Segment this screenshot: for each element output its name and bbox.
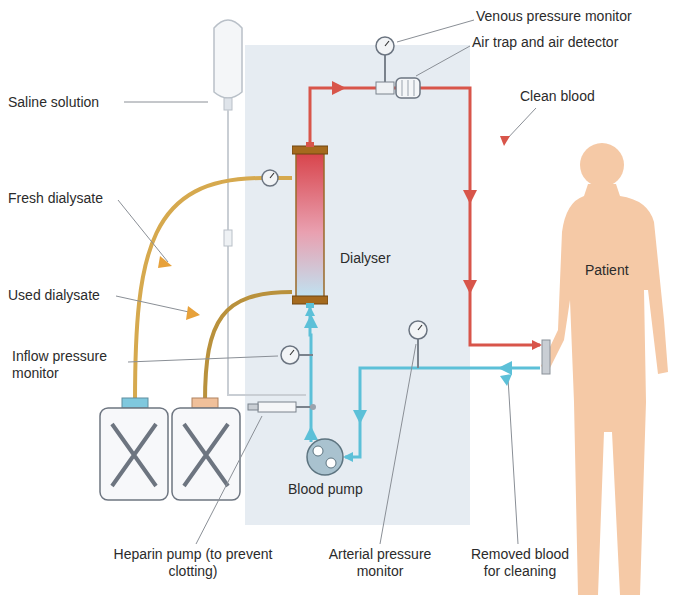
saline-bag	[214, 20, 306, 395]
panel	[245, 45, 470, 525]
dialysate-canisters	[100, 398, 240, 500]
dialyser-shape	[292, 142, 328, 308]
node-label: Patient	[585, 262, 629, 279]
used-dialysate-tube	[205, 292, 292, 402]
removed-blood-line	[345, 368, 540, 457]
heparin-syringe	[248, 402, 316, 412]
clean-blood-line	[310, 88, 540, 345]
callout-label: Venous pressure monitor	[476, 8, 696, 25]
blood-pump-node: Blood pump	[305, 437, 345, 477]
dialyser-node: Dialyser	[292, 142, 328, 308]
flow-arrows	[303, 81, 512, 440]
callout-label: Saline solution	[8, 94, 128, 111]
patient-node: Patient	[540, 140, 695, 600]
node-label: Dialyser	[340, 250, 391, 267]
callout-label: Inflow pressure monitor	[12, 348, 130, 382]
arterial-gauge	[409, 321, 427, 368]
fresh-dialysate-tube	[135, 178, 292, 402]
node-label: Blood pump	[288, 481, 363, 498]
callout-label: Used dialysate	[8, 287, 128, 304]
callout-label: Fresh dialysate	[8, 190, 128, 207]
callout-label: Removed blood for cleaning	[462, 546, 578, 580]
inflow-gauge	[281, 346, 313, 364]
callout-label: Arterial pressure monitor	[316, 546, 444, 580]
callout-label: Air trap and air detector	[472, 34, 692, 51]
air-trap	[376, 78, 420, 98]
leader-heads	[158, 136, 512, 386]
venous-gauge	[376, 37, 394, 88]
callout-label: Heparin pump (to prevent clotting)	[108, 546, 278, 580]
patient-shape	[540, 140, 695, 600]
pump-to-dialyser-line	[310, 308, 311, 442]
dialysate-gauge	[262, 170, 278, 186]
callout-label: Clean blood	[520, 88, 640, 105]
leader-lines	[116, 20, 536, 544]
pump-shape	[305, 437, 345, 477]
